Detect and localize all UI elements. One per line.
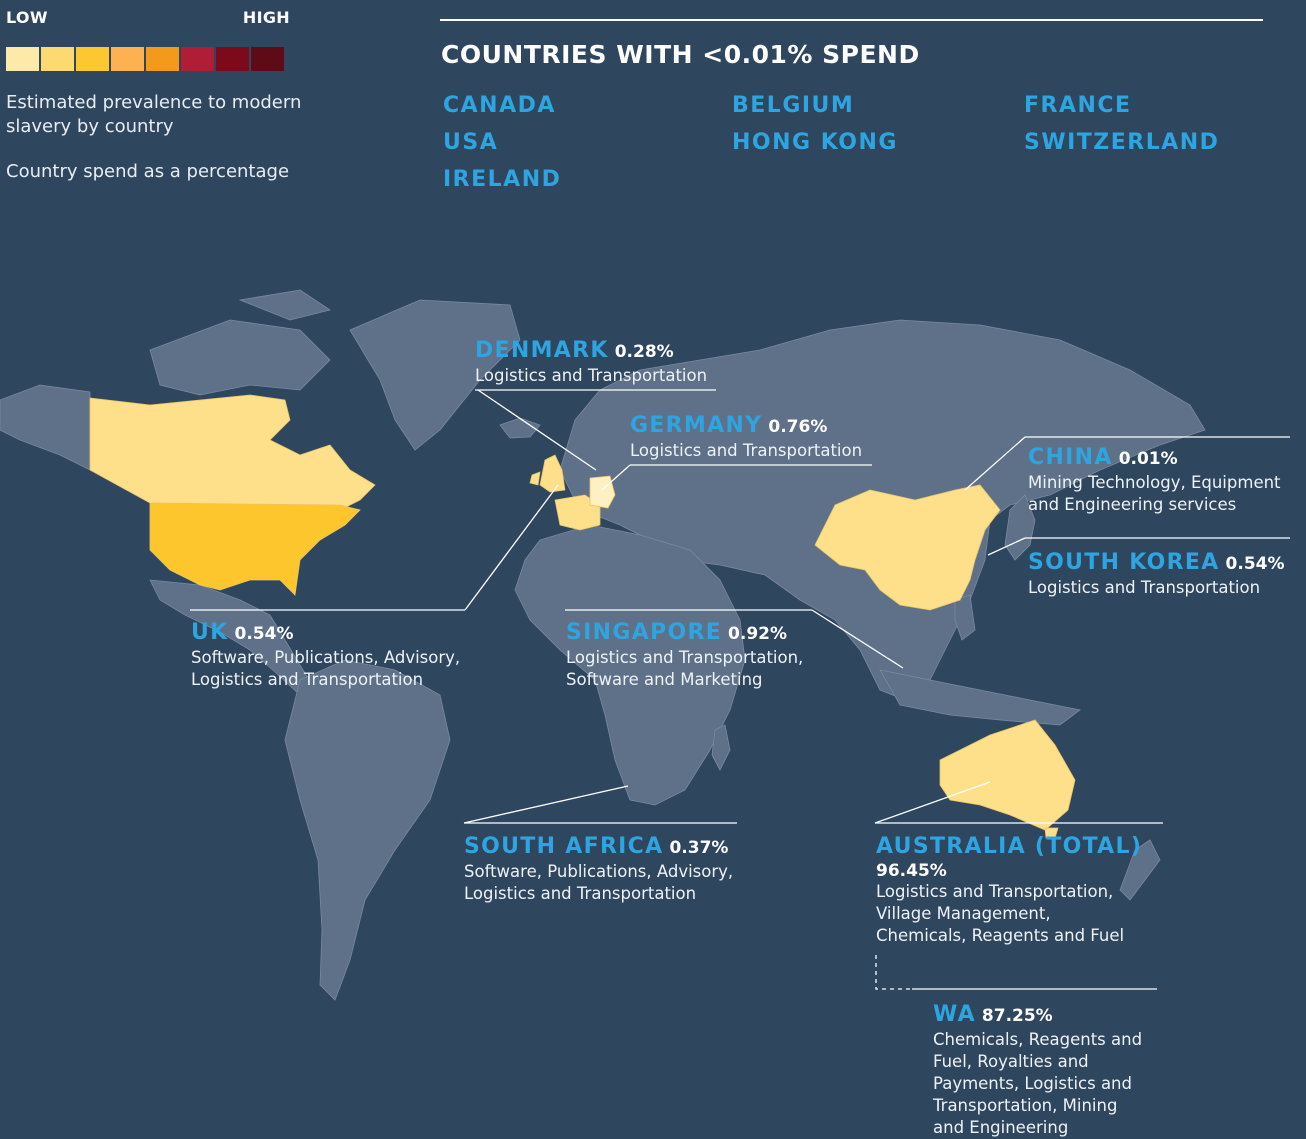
country-name: DENMARK (475, 338, 609, 363)
legend-swatch (76, 47, 109, 71)
legend-swatch (181, 47, 214, 71)
country-desc: Software, Publications, Advisory, Logist… (191, 648, 461, 689)
land-iceland (499, 417, 541, 439)
land-africa (514, 524, 746, 806)
country-pct: 0.54% (1225, 554, 1285, 574)
legend-high-label: HIGH (242, 8, 290, 27)
country-desc: Logistics and Transportation (1028, 578, 1261, 597)
land-south-america (284, 659, 451, 1001)
country-name: GERMANY (630, 413, 763, 438)
leader-australia-diag (874, 781, 991, 824)
legend: LOW HIGH Estimated prevalence to modern … (6, 8, 301, 182)
leader-wa-dashed (875, 955, 912, 990)
leader-uk-diag (464, 484, 559, 611)
country-australia (939, 719, 1076, 839)
label-australia: AUSTRALIA (TOTAL) 96.45% Logistics and T… (876, 834, 1144, 947)
header-divider (440, 19, 1263, 21)
legend-color-scale (6, 47, 296, 71)
legend-swatch (146, 47, 179, 71)
land-philippines (954, 594, 976, 641)
country-desc: Logistics and Transportation (630, 441, 863, 460)
country-canada (89, 394, 376, 511)
legend-swatch (111, 47, 144, 71)
country-name: CHINA (1028, 445, 1113, 470)
leader-singapore-diag (811, 609, 904, 669)
leader-south-africa-diag (463, 785, 629, 824)
land-canadian-arctic (149, 289, 331, 396)
country-desc: Logistics and Transportation (475, 366, 708, 385)
country-name: AUSTRALIA (TOTAL) (876, 834, 1143, 859)
country-pct: 0.54% (234, 624, 294, 644)
country-china (814, 484, 1001, 611)
country-pct: 96.45% (876, 861, 947, 881)
low-spend-country: USA (443, 130, 499, 155)
low-spend-country: FRANCE (1024, 93, 1132, 118)
country-name: WA (933, 1002, 976, 1027)
legend-scale-labels: LOW HIGH (6, 8, 290, 27)
land-madagascar (711, 724, 731, 771)
legend-low-label: LOW (6, 8, 48, 27)
country-desc: Mining Technology, Equipment and Enginee… (1028, 473, 1281, 514)
country-pct: 0.92% (728, 624, 788, 644)
low-spend-country: CANADA (443, 93, 556, 118)
country-pct: 0.01% (1118, 449, 1178, 469)
country-name: UK (191, 620, 229, 645)
legend-swatch (216, 47, 249, 71)
low-spend-country: IRELAND (443, 167, 562, 192)
land-new-zealand (1119, 839, 1161, 901)
country-desc: Software, Publications, Advisory, Logist… (464, 862, 734, 903)
country-pct: 0.28% (614, 342, 674, 362)
legend-swatch (41, 47, 74, 71)
leader-korea-diag (987, 537, 1026, 556)
country-name: SOUTH AFRICA (464, 834, 664, 859)
country-usa (149, 502, 361, 596)
low-spend-title: COUNTRIES WITH <0.01% SPEND (441, 40, 920, 69)
country-name: SOUTH KOREA (1028, 550, 1220, 575)
country-uk (529, 454, 566, 493)
country-pct: 87.25% (981, 1006, 1053, 1026)
land-alaska (0, 384, 91, 471)
leader-germany-diag (601, 464, 631, 491)
leader-denmark-diag (477, 389, 597, 471)
country-france (554, 494, 601, 531)
land-greenland (349, 299, 521, 451)
low-spend-country: SWITZERLAND (1024, 130, 1220, 155)
country-desc: Chemicals, Reagents and Fuel, Royalties … (933, 1030, 1143, 1137)
country-pct: 0.37% (669, 838, 729, 858)
low-spend-country: HONG KONG (732, 130, 898, 155)
low-spend-country-list: CANADA BELGIUM FRANCE USA HONG KONG SWIT… (443, 92, 1283, 194)
leader-china-diag (964, 436, 1026, 491)
country-desc: Logistics and Transportation, Village Ma… (876, 882, 1125, 945)
legend-caption-spend: Country spend as a percentage (6, 161, 290, 182)
country-name: SINGAPORE (566, 620, 723, 645)
legend-caption-prevalence: Estimated prevalence to modern slavery b… (6, 92, 302, 137)
legend-swatch (251, 47, 284, 71)
low-spend-country: BELGIUM (732, 93, 855, 118)
country-desc: Logistics and Transportation, Software a… (566, 648, 804, 689)
land-indonesia (879, 669, 1081, 726)
legend-swatch (6, 47, 39, 71)
country-pct: 0.76% (768, 417, 828, 437)
